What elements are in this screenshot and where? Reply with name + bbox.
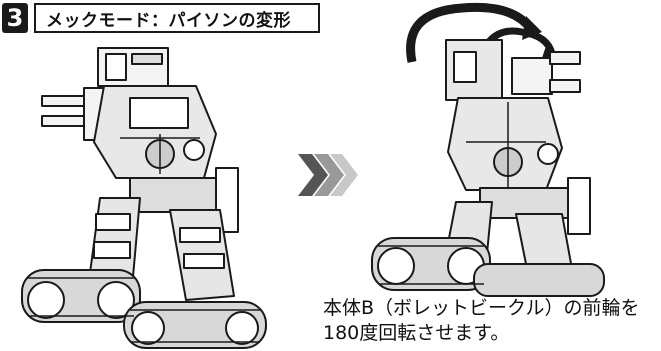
robot-illustration-before — [21, 47, 267, 349]
step-title: メックモード：パイソンの変形 — [46, 10, 291, 31]
step-number-badge: 3 — [2, 3, 28, 33]
caption-line-2: 180度回転させます。 — [323, 322, 510, 344]
triple-chevron-right-icon — [298, 154, 358, 196]
step-title-box: メックモード：パイソンの変形 — [34, 3, 320, 33]
robot-illustration-after — [371, 2, 605, 297]
instruction-caption: 本体B（ボレットビークル）の前輪を 180度回転させます。 — [323, 296, 659, 346]
caption-line-1: 本体B（ボレットビークル）の前輪を — [323, 297, 640, 319]
step-number: 3 — [6, 4, 24, 32]
